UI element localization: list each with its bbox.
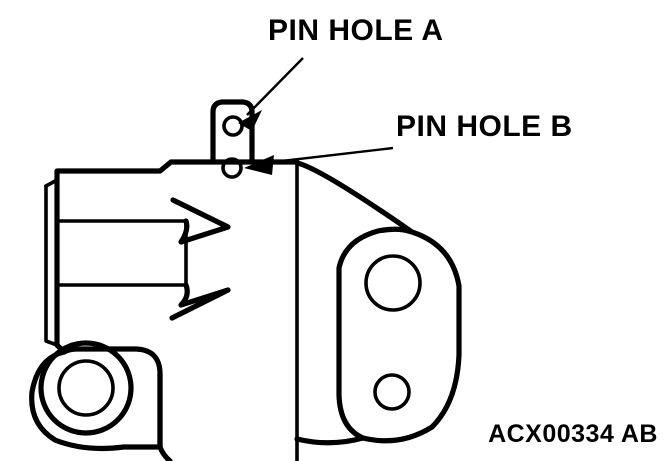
mounting-tab-outline [210,99,255,165]
arrow-head-pin-hole-a [238,110,262,131]
arrow-head-pin-hole-b [244,155,274,175]
leader-line-pin-hole-b [255,146,394,166]
left-boss-group [29,340,173,461]
flange-outline [336,226,462,444]
pin-hole-a-circle [222,115,244,137]
flange-top-diagonal [294,160,415,235]
right-flange-group [294,160,462,461]
leader-line-pin-hole-a [246,57,304,116]
flange-bottom-contour [294,435,366,446]
body-top-profile [54,159,300,181]
leader-pin-hole-a [238,57,304,131]
boss-outer-circle [38,340,134,436]
left-rib-flange-top [44,178,59,188]
part-code-label: ACX00334 AB [488,420,658,448]
boss-inner-hole [57,359,115,417]
leader-pin-hole-b [244,146,394,175]
bracket-body-group [44,159,300,355]
flange-hole-upper [364,254,422,312]
flange-hole-lower [373,373,411,411]
boss-right-wall [157,371,173,461]
callout-label-pin-hole-b: PIN HOLE B [396,110,573,143]
boss-body-outline [29,346,163,452]
left-rib-flange [44,184,59,347]
callout-label-pin-hole-a: PIN HOLE A [268,14,444,47]
section-arrow-upper [170,197,231,245]
mounting-tab-group [210,99,255,165]
section-arrow-lower [169,282,231,321]
pin-hole-b-circle [221,157,243,179]
